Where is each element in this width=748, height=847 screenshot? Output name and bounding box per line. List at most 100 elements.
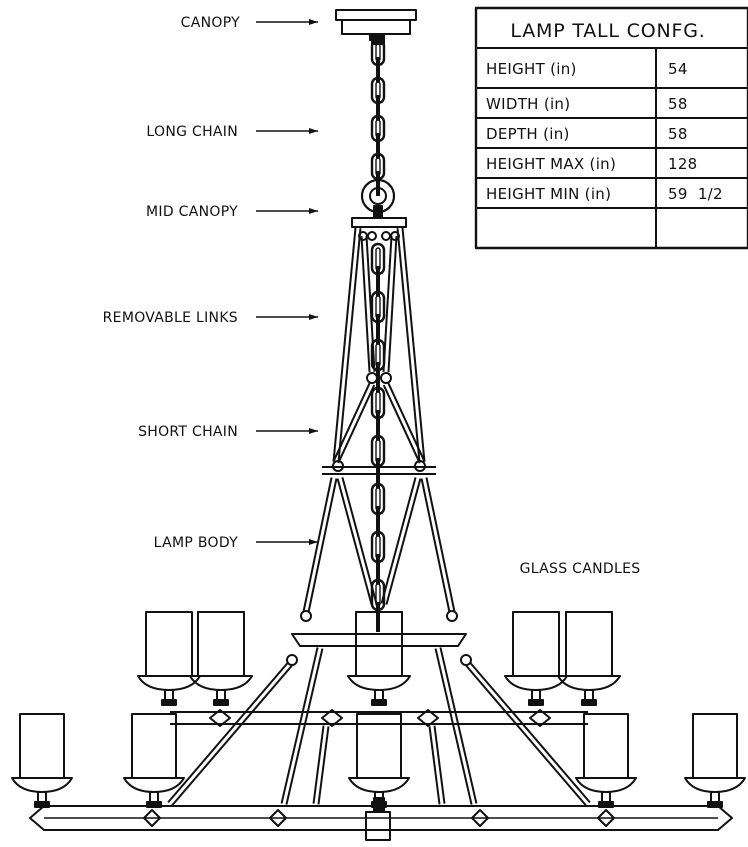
frame-rod [385, 478, 422, 605]
frame-rod [336, 478, 373, 605]
candle-glass [512, 611, 560, 677]
glass-candle [347, 611, 411, 706]
candle-glass [131, 713, 177, 779]
glass-candle [348, 713, 410, 808]
candle-stem [37, 791, 47, 803]
frame-rod [360, 236, 371, 373]
glass-candle [11, 713, 73, 808]
candle-glass [583, 713, 629, 779]
frame-rod [307, 478, 338, 613]
label-removable-links: REMOVABLE LINKS [103, 310, 238, 326]
spec-table: LAMP TALL CONFG. HEIGHT (in) 54 WIDTH (i… [474, 6, 748, 250]
glass-candle [575, 713, 637, 808]
frame-rod [387, 236, 398, 373]
frame-rod [396, 228, 421, 463]
glass-candle [123, 713, 185, 808]
candle-cup [348, 777, 410, 793]
spec-row-value: 54 [668, 60, 688, 78]
frame-rod [382, 384, 421, 464]
candle-cup [557, 675, 621, 691]
frame-rod [401, 227, 426, 462]
callout-lamp-body: LAMP BODY [154, 535, 318, 551]
candle-cup [123, 777, 185, 793]
frame-rod [428, 726, 441, 805]
chain-top-shackle [371, 33, 385, 45]
spec-table-frame [474, 6, 748, 250]
candle-collar [707, 801, 723, 808]
frame-rod [337, 228, 362, 463]
candle-collar [371, 801, 387, 808]
candle-stem [531, 689, 541, 701]
frame-rod [341, 477, 378, 604]
frame-rod [434, 648, 473, 805]
frame-rod [337, 384, 376, 464]
candle-stem [374, 689, 384, 701]
short-chain [370, 242, 386, 632]
lamp-body-rods [167, 227, 591, 807]
frame-rod [420, 478, 451, 613]
candle-cup [11, 777, 73, 793]
glass-candle [189, 611, 253, 706]
callout-removable-links: REMOVABLE LINKS [103, 310, 318, 326]
frame-rod [439, 647, 478, 804]
spec-row-label: HEIGHT MAX (in) [486, 155, 616, 173]
candle-glass [565, 611, 613, 677]
frame-rod [302, 477, 333, 612]
candle-cup [575, 777, 637, 793]
spec-row-value: 58 [668, 95, 688, 113]
frame-rod [280, 647, 319, 804]
candle-glass [197, 611, 245, 677]
callout-short-chain: SHORT CHAIN [138, 424, 318, 440]
candle-glass [19, 713, 65, 779]
callout-canopy: CANOPY [181, 15, 318, 31]
frame-rod [425, 477, 456, 612]
spec-table-title: LAMP TALL CONFG. [510, 20, 705, 42]
frame-rod [285, 648, 324, 805]
spec-row-value: 59 1/2 [668, 185, 723, 203]
label-lamp-body: LAMP BODY [154, 535, 238, 551]
spec-row-value: 128 [668, 155, 698, 173]
middle-hub-ring [286, 610, 472, 666]
candle-glass [145, 611, 193, 677]
candle-glass [692, 713, 738, 779]
upper-collar-ring [322, 372, 436, 475]
glass-candle [684, 713, 746, 808]
label-canopy: CANOPY [181, 15, 240, 31]
frame-rod [312, 725, 325, 804]
label-glass-candles: GLASS CANDLES [520, 561, 641, 577]
glass-candle [557, 611, 621, 706]
spec-row-label: HEIGHT (in) [486, 60, 577, 78]
label-mid-canopy: MID CANOPY [146, 204, 238, 220]
spec-row-value: 58 [668, 125, 688, 143]
glass-candle [504, 611, 568, 706]
candle-collar [371, 699, 387, 706]
frame-rod [433, 725, 446, 804]
candle-collar [146, 801, 162, 808]
frame-rod [317, 726, 330, 805]
label-long-chain: LONG CHAIN [146, 124, 238, 140]
frame-rod [171, 664, 293, 807]
candle-stem [164, 689, 174, 701]
spec-row-label: DEPTH (in) [486, 125, 570, 143]
candle-stem [601, 791, 611, 803]
frame-rod [365, 235, 376, 372]
candle-cup [347, 675, 411, 691]
upper-tier-ring [170, 709, 588, 727]
long-chain [370, 33, 386, 196]
spec-row-label: WIDTH (in) [486, 95, 570, 113]
glass-candles [11, 611, 746, 808]
label-short-chain: SHORT CHAIN [138, 424, 238, 440]
spec-row-label: HEIGHT MIN (in) [486, 185, 611, 203]
frame-rod [382, 235, 393, 372]
candle-stem [149, 791, 159, 803]
callout-mid-canopy: MID CANOPY [146, 204, 318, 220]
frame-rod [387, 382, 426, 462]
candle-collar [34, 801, 50, 808]
candle-stem [584, 689, 594, 701]
frame-rod [332, 227, 357, 462]
candle-cup [504, 675, 568, 691]
candle-collar [581, 699, 597, 706]
candle-cup [684, 777, 746, 793]
